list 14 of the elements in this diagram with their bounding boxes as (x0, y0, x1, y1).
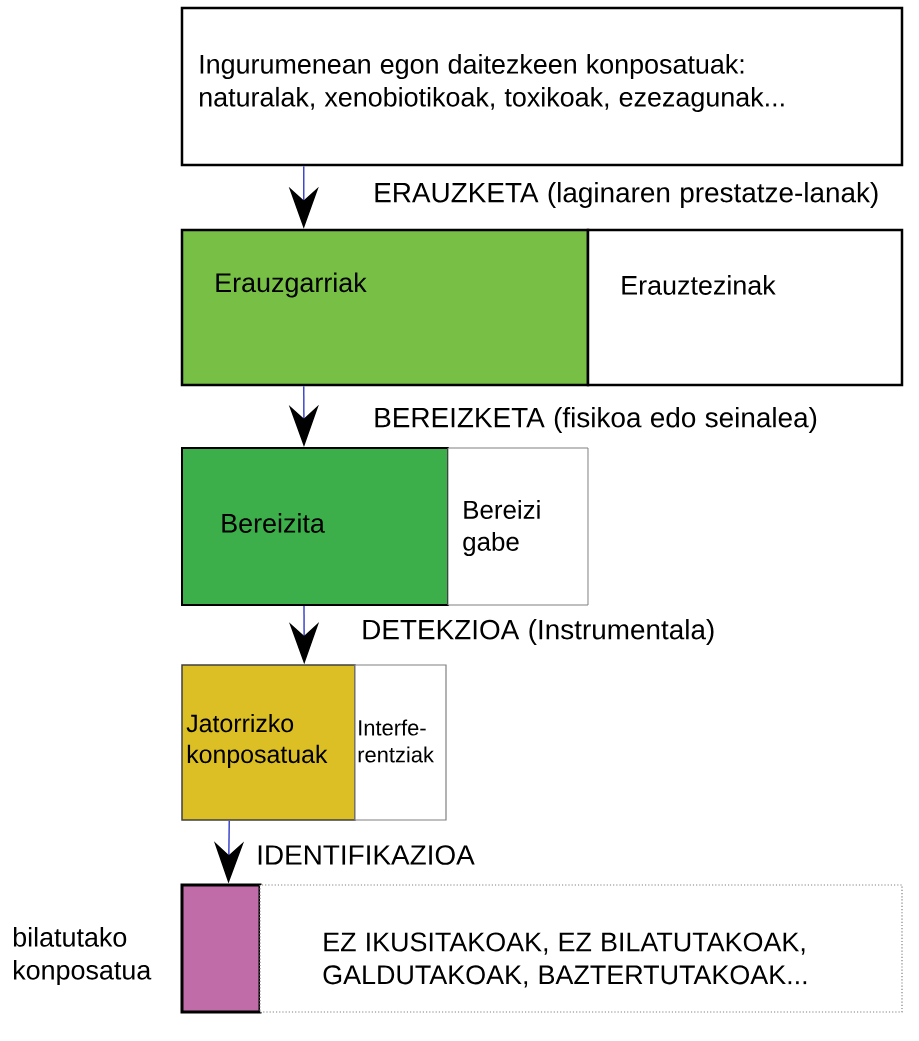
edge-label: ERAUZKETA (laginaren prestatze-lanak) (372, 181, 881, 209)
category-box: Jatorrizko konposatuak (181, 664, 356, 821)
top-box: Ingurumenean egon daitezkeen konposatuak: naturalak, xenobiotikoak, toxikoak, ezezagunak... (180, 6, 904, 167)
edge-label: DETEKZIOA (Instrumentala) (360, 618, 717, 646)
edge-label: IDENTIFIKAZIOA (255, 844, 476, 866)
category-box: Bereizi gabe (447, 447, 589, 606)
compound-bar (180, 883, 262, 1014)
category-box: Bereizita (181, 447, 449, 606)
category-box: Erauztezinak (586, 228, 904, 387)
caption-text: bilatutako konposatua (13, 927, 152, 985)
missed-compounds-area: EZ IKUSITAKOAK, EZ BILATUTAKOAK, GALDUTAKOAK, BAZTERTUTAKOAK... (259, 884, 903, 1013)
edge-label: BEREIZKETA (fisikoa edo seinalea) (372, 406, 819, 434)
category-box: Interfe- rentziak (354, 664, 447, 821)
category-box: Erauzgarriak (180, 228, 590, 387)
